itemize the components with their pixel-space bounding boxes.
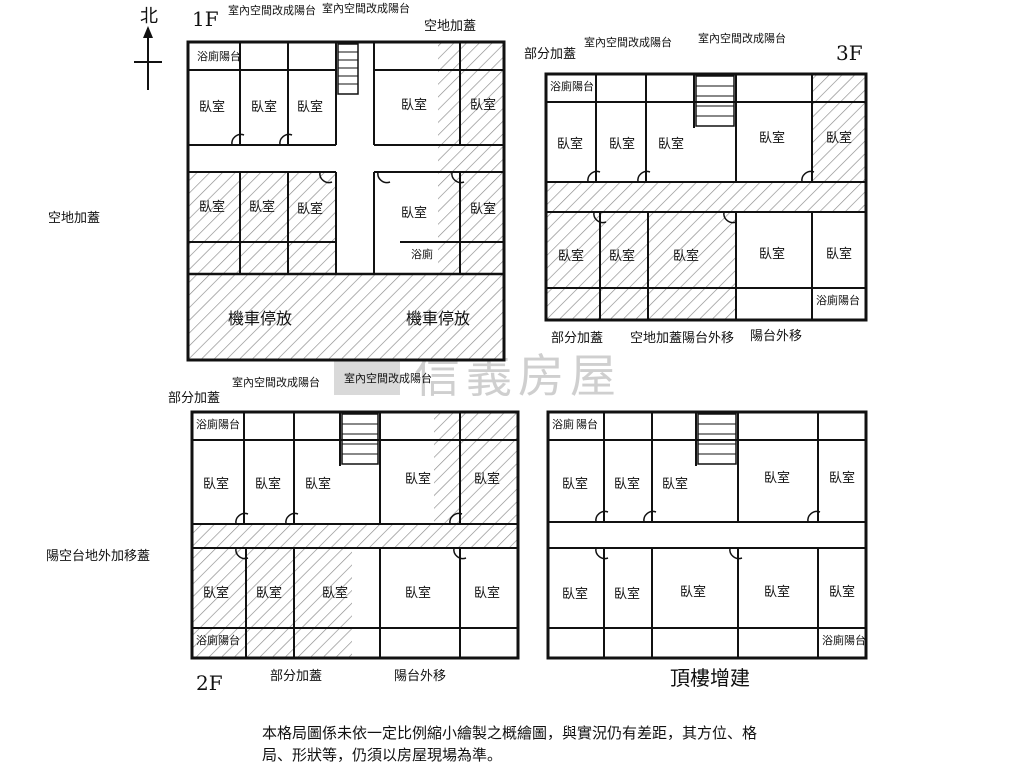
floor-label-roof: 頂樓增建 xyxy=(670,666,750,690)
room-label: 臥室 xyxy=(829,470,855,486)
room-label: 臥室 xyxy=(474,585,500,601)
note-label: 空地加蓋 xyxy=(48,211,100,226)
balcony-label: 陽台 xyxy=(576,417,598,431)
room-label: 臥室 xyxy=(251,99,277,115)
room-label: 臥室 xyxy=(203,476,229,492)
note-label: 室內空間改成陽台 xyxy=(344,371,432,385)
bath-label: 浴廁 xyxy=(197,49,219,63)
room-label: 臥室 xyxy=(199,199,225,215)
room-label: 臥室 xyxy=(764,470,790,486)
room-label: 臥室 xyxy=(558,248,584,264)
labels-3f: 臥室 臥室 臥室 臥室 臥室 臥室 臥室 臥室 臥室 臥室 浴廁 陽台 浴廁 陽… xyxy=(524,31,860,346)
room-label: 臥室 xyxy=(203,585,229,601)
compass-label: 北 xyxy=(140,6,158,27)
floor-plan-roof xyxy=(546,410,868,660)
note-label: 室內空間改成陽台 xyxy=(228,3,316,17)
floor-plan-2f: 2F xyxy=(190,410,520,695)
room-label: 臥室 xyxy=(609,136,635,152)
room-label: 臥室 xyxy=(826,246,852,262)
room-label: 臥室 xyxy=(658,136,684,152)
bath-label: 浴廁 xyxy=(196,633,218,647)
room-label: 臥室 xyxy=(322,585,348,601)
room-label: 臥室 xyxy=(401,97,427,113)
room-label: 臥室 xyxy=(470,201,496,217)
room-label: 臥室 xyxy=(557,136,583,152)
room-label: 臥室 xyxy=(662,476,688,492)
balcony-label: 陽台 xyxy=(219,49,241,63)
bath-label: 浴廁 xyxy=(550,79,572,93)
room-label: 臥室 xyxy=(297,99,323,115)
note-label: 室內空間改成陽台 xyxy=(698,31,786,45)
room-label: 臥室 xyxy=(256,585,282,601)
note-label: 空地加蓋 xyxy=(424,19,476,34)
room-label: 臥室 xyxy=(470,97,496,113)
room-label: 臥室 xyxy=(562,586,588,602)
room-label: 臥室 xyxy=(826,130,852,146)
room-label: 臥室 xyxy=(614,476,640,492)
room-label: 臥室 xyxy=(680,584,706,600)
note-label: 陽台外移 xyxy=(750,329,802,344)
north-arrow-icon xyxy=(143,26,153,38)
room-label: 臥室 xyxy=(609,248,635,264)
room-label: 臥室 xyxy=(255,476,281,492)
floor-plan-3f: 3F xyxy=(544,41,868,322)
parking-label: 機車停放 xyxy=(406,309,470,328)
note-label: 部分加蓋 xyxy=(551,331,603,346)
room-label: 臥室 xyxy=(297,201,323,217)
balcony-label: 陽台 xyxy=(218,633,240,647)
room-label: 臥室 xyxy=(764,584,790,600)
note-label: 室內空間改成陽台 xyxy=(584,35,672,49)
note-label: 部分加蓋 xyxy=(168,391,220,406)
note-label: 部分加蓋 xyxy=(524,47,576,62)
note-label: 陽台外移 xyxy=(394,669,446,684)
note-label: 陽空台地外加移蓋 xyxy=(46,549,150,564)
room-label: 臥室 xyxy=(405,585,431,601)
note-label: 空地加蓋陽台外移 xyxy=(630,331,734,346)
room-label: 臥室 xyxy=(401,205,427,221)
room-label: 臥室 xyxy=(614,586,640,602)
parking-label: 機車停放 xyxy=(228,309,292,328)
note-label: 室內空間改成陽台 xyxy=(322,1,410,15)
balcony-label: 陽台 xyxy=(838,293,860,307)
bath-label: 浴廁 xyxy=(552,417,574,431)
room-label: 臥室 xyxy=(249,199,275,215)
floor-label-3f: 3F xyxy=(836,41,863,65)
bath-label: 浴廁 xyxy=(816,293,838,307)
note-label: 室內空間改成陽台 xyxy=(232,375,320,389)
room-label: 臥室 xyxy=(305,476,331,492)
labels-2f: 臥室 臥室 臥室 臥室 臥室 臥室 臥室 臥室 臥室 臥室 浴廁 陽台 浴廁 陽… xyxy=(168,371,500,684)
bath-label: 浴廁 xyxy=(196,417,218,431)
room-label: 臥室 xyxy=(829,584,855,600)
room-label: 臥室 xyxy=(474,471,500,487)
room-label: 臥室 xyxy=(405,471,431,487)
labels-roof: 臥室 臥室 臥室 臥室 臥室 臥室 臥室 臥室 臥室 臥室 浴廁 陽台 浴廁 陽… xyxy=(552,417,866,690)
bath-label: 浴廁 xyxy=(822,633,844,647)
disclaimer-text: 本格局圖係未依一定比例縮小繪製之概繪圖，與實況仍有差距，其方位、格局、形狀等，仍… xyxy=(262,724,758,764)
balcony-label: 陽台 xyxy=(844,633,866,647)
room-label: 臥室 xyxy=(759,130,785,146)
room-label: 臥室 xyxy=(199,99,225,115)
balcony-label: 陽台 xyxy=(572,79,594,93)
room-label: 臥室 xyxy=(562,476,588,492)
floor-label-2f: 2F xyxy=(196,671,223,695)
labels-1f: 臥室 臥室 臥室 臥室 臥室 臥室 臥室 臥室 臥室 臥室 機車停放 機車停放 … xyxy=(48,1,496,328)
bath-label: 浴廁 xyxy=(411,247,433,261)
floor-label-1f: 1F xyxy=(192,7,219,31)
balcony-label: 陽台 xyxy=(218,417,240,431)
room-label: 臥室 xyxy=(673,248,699,264)
note-label: 部分加蓋 xyxy=(270,669,322,684)
floor-plan-1f: 1F xyxy=(186,7,506,362)
north-compass: 北 xyxy=(134,6,162,90)
room-label: 臥室 xyxy=(759,246,785,262)
